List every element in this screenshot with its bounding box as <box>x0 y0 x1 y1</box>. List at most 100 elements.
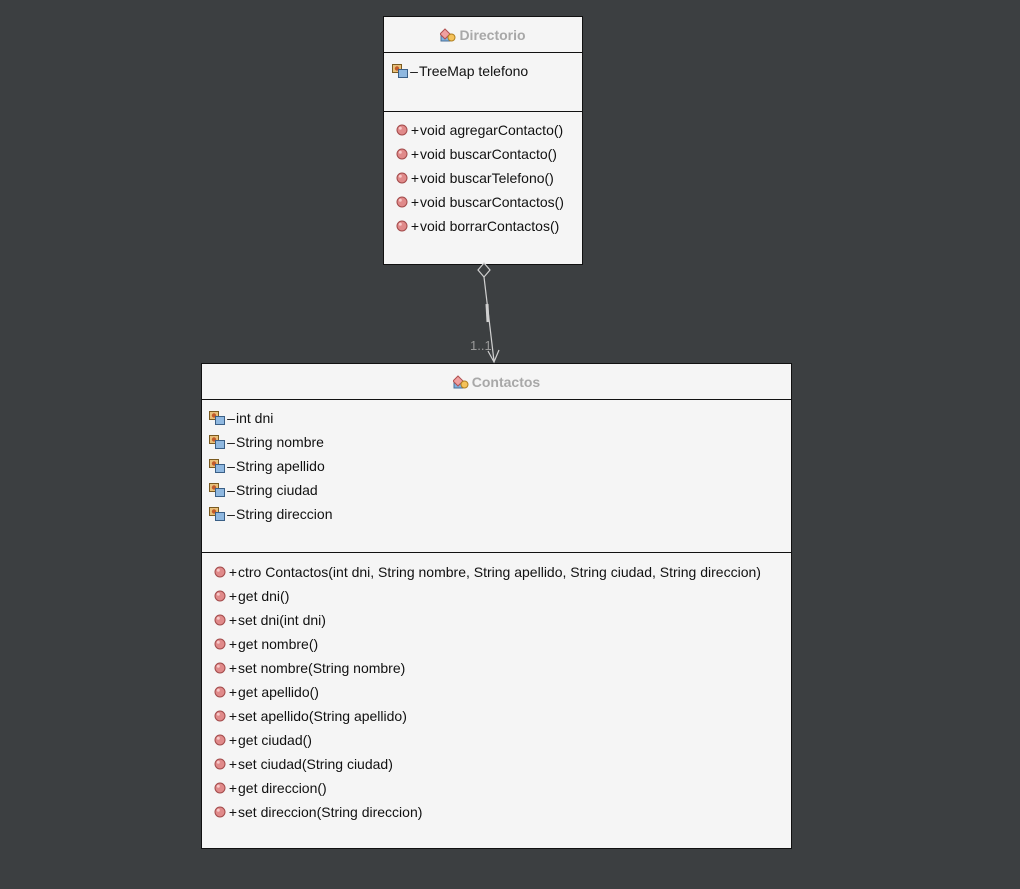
method-text: set dni(int dni) <box>238 612 326 628</box>
method-text: void buscarContactos() <box>420 194 564 210</box>
visibility-marker: + <box>228 660 238 676</box>
visibility-marker: – <box>227 506 235 522</box>
method-icon <box>214 590 226 602</box>
visibility-marker: + <box>228 612 238 628</box>
visibility-marker: + <box>228 636 238 652</box>
field-icon <box>209 483 225 497</box>
visibility-marker: + <box>228 684 238 700</box>
method-text: void buscarContacto() <box>420 146 557 162</box>
method-icon <box>214 782 226 794</box>
method-row[interactable]: +get direccion() <box>214 776 791 800</box>
association-marker <box>485 303 490 323</box>
method-text: get nombre() <box>238 636 319 652</box>
class-icon <box>440 27 456 42</box>
method-icon <box>214 710 226 722</box>
attribute-row[interactable]: –String ciudad <box>209 478 791 502</box>
method-icon <box>396 172 408 184</box>
attribute-row[interactable]: –String nombre <box>209 430 791 454</box>
arrow-head-icon <box>487 349 500 364</box>
class-name: Directorio <box>459 26 526 43</box>
method-icon <box>214 614 226 626</box>
attribute-row[interactable]: –TreeMap telefono <box>392 59 582 83</box>
method-row[interactable]: +void buscarTelefono() <box>396 166 582 190</box>
method-row[interactable]: +get nombre() <box>214 632 791 656</box>
class-directorio[interactable]: Directorio –TreeMap telefono +void agreg… <box>383 16 583 265</box>
visibility-marker: – <box>227 434 235 450</box>
method-icon <box>214 638 226 650</box>
class-name: Contactos <box>471 373 541 390</box>
attribute-text: String nombre <box>236 434 324 450</box>
field-icon <box>209 507 225 521</box>
methods-section: +ctro Contactos(int dni, String nombre, … <box>202 553 791 824</box>
method-text: ctro Contactos(int dni, String nombre, S… <box>238 564 761 580</box>
method-row[interactable]: +set direccion(String direccion) <box>214 800 791 824</box>
methods-section: +void agregarContacto()+void buscarConta… <box>384 112 582 238</box>
class-contactos[interactable]: Contactos –int dni–String nombre–String … <box>201 363 792 849</box>
visibility-marker: – <box>227 410 235 426</box>
attribute-text: TreeMap telefono <box>419 63 529 79</box>
method-row[interactable]: +void buscarContactos() <box>396 190 582 214</box>
attribute-row[interactable]: –String direccion <box>209 502 791 526</box>
visibility-marker: + <box>410 194 420 210</box>
method-text: get dni() <box>238 588 290 604</box>
visibility-marker: + <box>228 780 238 796</box>
method-text: get apellido() <box>238 684 319 700</box>
method-text: void buscarTelefono() <box>420 170 554 186</box>
method-icon <box>214 734 226 746</box>
multiplicity-label: 1..1 <box>470 338 492 353</box>
attribute-text: int dni <box>236 410 274 426</box>
method-row[interactable]: +get ciudad() <box>214 728 791 752</box>
visibility-marker: – <box>227 458 235 474</box>
attributes-section: –TreeMap telefono <box>384 53 582 112</box>
attribute-row[interactable]: –String apellido <box>209 454 791 478</box>
class-header: Directorio <box>384 17 582 53</box>
visibility-marker: + <box>228 756 238 772</box>
method-row[interactable]: +void agregarContacto() <box>396 118 582 142</box>
method-row[interactable]: +set apellido(String apellido) <box>214 704 791 728</box>
visibility-marker: + <box>228 564 238 580</box>
class-icon <box>452 374 469 389</box>
visibility-marker: + <box>228 804 238 820</box>
method-text: void agregarContacto() <box>420 122 564 138</box>
method-icon <box>396 148 408 160</box>
method-text: set apellido(String apellido) <box>238 708 407 724</box>
method-row[interactable]: +void borrarContactos() <box>396 214 582 238</box>
method-text: get ciudad() <box>238 732 312 748</box>
method-icon <box>396 196 408 208</box>
method-row[interactable]: +void buscarContacto() <box>396 142 582 166</box>
method-icon <box>396 220 408 232</box>
method-row[interactable]: +ctro Contactos(int dni, String nombre, … <box>214 560 791 584</box>
method-icon <box>214 758 226 770</box>
visibility-marker: + <box>228 708 238 724</box>
method-row[interactable]: +get apellido() <box>214 680 791 704</box>
field-icon <box>392 64 408 78</box>
attribute-text: String ciudad <box>236 482 318 498</box>
attribute-row[interactable]: –int dni <box>209 406 791 430</box>
method-icon <box>396 124 408 136</box>
method-text: get direccion() <box>238 780 327 796</box>
visibility-marker: + <box>228 588 238 604</box>
attributes-section: –int dni–String nombre–String apellido–S… <box>202 400 791 553</box>
visibility-marker: + <box>410 146 420 162</box>
field-icon <box>209 459 225 473</box>
method-row[interactable]: +set ciudad(String ciudad) <box>214 752 791 776</box>
attribute-text: String apellido <box>236 458 325 474</box>
method-icon <box>214 566 226 578</box>
visibility-marker: + <box>410 122 420 138</box>
class-header: Contactos <box>202 364 791 400</box>
visibility-marker: + <box>228 732 238 748</box>
field-icon <box>209 435 225 449</box>
method-text: set nombre(String nombre) <box>238 660 406 676</box>
method-row[interactable]: +get dni() <box>214 584 791 608</box>
visibility-marker: – <box>227 482 235 498</box>
aggregation-diamond-icon <box>477 262 491 278</box>
visibility-marker: + <box>410 170 420 186</box>
visibility-marker: – <box>410 63 418 79</box>
method-icon <box>214 686 226 698</box>
method-row[interactable]: +set nombre(String nombre) <box>214 656 791 680</box>
visibility-marker: + <box>410 218 420 234</box>
method-row[interactable]: +set dni(int dni) <box>214 608 791 632</box>
method-text: set ciudad(String ciudad) <box>238 756 393 772</box>
method-text: void borrarContactos() <box>420 218 560 234</box>
